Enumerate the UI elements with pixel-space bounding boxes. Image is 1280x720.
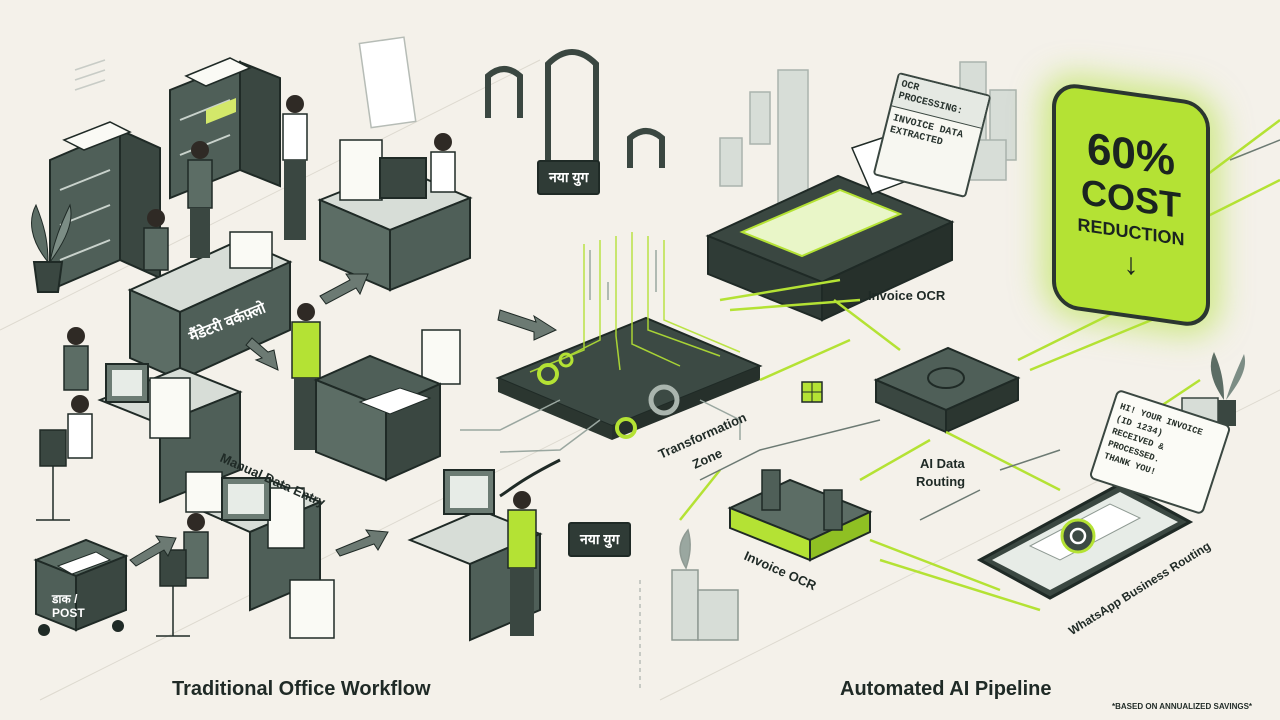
ai-routing-chip xyxy=(873,346,1021,434)
office-workers xyxy=(63,95,537,636)
ai-routing-label-2: Routing xyxy=(916,474,966,489)
green-cubes xyxy=(801,381,823,403)
right-section-title: Automated AI Pipeline xyxy=(840,678,1052,700)
lower-ocr-device xyxy=(727,469,873,562)
pipeline-connectors-dark xyxy=(699,139,1280,521)
office-plant xyxy=(31,203,72,293)
crt-monitors xyxy=(105,157,495,521)
pipeline-connectors xyxy=(679,119,1280,612)
server-stack xyxy=(671,528,739,641)
paper-stacks xyxy=(149,139,461,639)
post-cart xyxy=(33,538,129,636)
scanner-label: Invoice OCR xyxy=(868,288,946,303)
new-era-tag-bottom: नया युग xyxy=(568,522,632,557)
office-chairs xyxy=(36,429,190,637)
savings-footnote: *BASED ON ANNUALIZED SAVINGS* xyxy=(1112,702,1253,711)
post-cart-label-1: डाक / xyxy=(52,592,78,606)
left-section-title: Traditional Office Workflow xyxy=(172,678,431,700)
cost-reduction-badge: 60% COST REDUCTION ↓ xyxy=(1052,80,1210,330)
post-cart-label-2: POST xyxy=(52,606,85,620)
transformation-zone xyxy=(460,232,763,453)
arch-windows xyxy=(485,49,665,168)
copier-machine xyxy=(313,354,443,482)
flow-arrows-left xyxy=(129,273,561,567)
ai-routing-label-1: AI Data xyxy=(920,456,965,471)
new-era-tag-top: नया युग xyxy=(537,160,601,195)
wall-documents xyxy=(74,36,417,129)
smartphone xyxy=(976,482,1194,600)
